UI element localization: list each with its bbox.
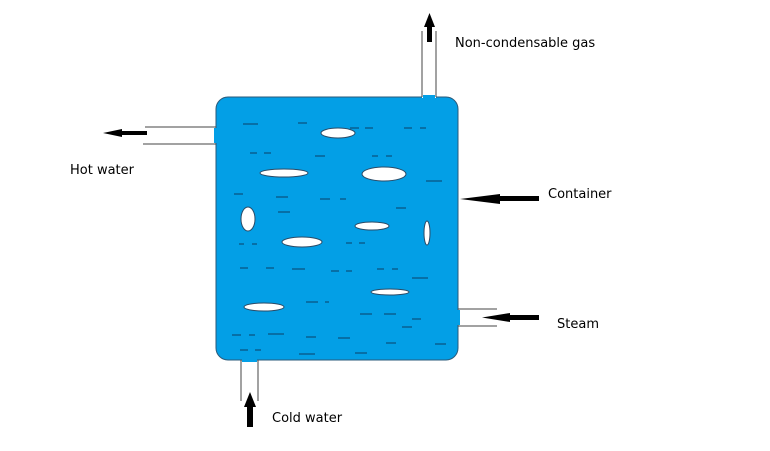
bubble [243,302,285,312]
bubble [370,288,410,296]
cold-water-inlet-arrow-icon [244,392,256,427]
bubble [320,127,356,139]
hot-water-outlet-pipe [143,126,218,145]
non-condensable-gas-label: Non-condensable gas [455,36,596,51]
gas-outlet-arrow-icon [424,13,435,42]
container-label: Container [548,187,612,202]
cold-water-inlet-pipe [240,358,259,401]
bubble [281,236,323,248]
bubbles-group [240,127,431,312]
bubble [259,168,309,178]
hot-water-label: Hot water [70,163,134,178]
cold-water-label: Cold water [272,411,343,426]
hot-water-outlet-arrow-icon [103,129,147,137]
gas-outlet-pipe [421,31,437,99]
steam-inlet-arrow-icon [482,313,539,322]
bubble [423,220,431,246]
steam-label: Steam [557,317,599,332]
container-pointer-arrow-icon [460,194,539,204]
bubble [361,166,407,182]
bubble [354,221,390,231]
water-ripples-group [232,122,446,355]
bubble [240,206,256,232]
steam-inlet-pipe [456,308,497,327]
